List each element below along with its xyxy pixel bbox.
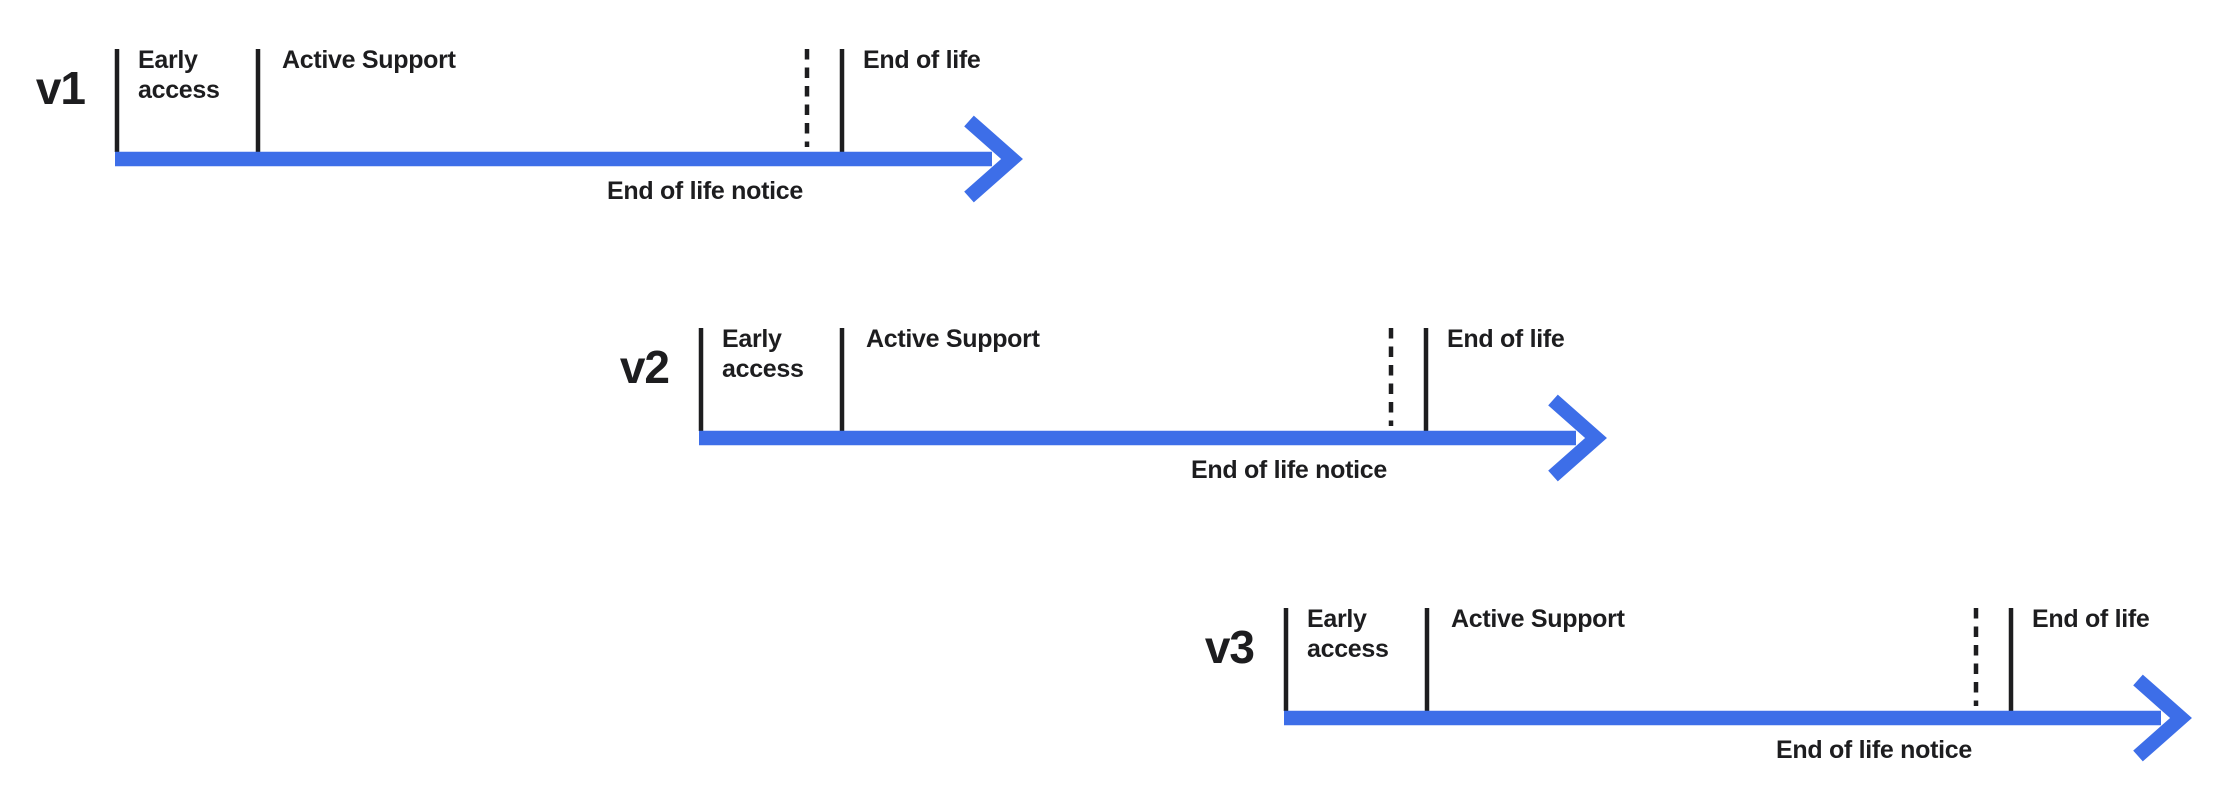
version-label: v2 (619, 341, 670, 393)
version-label: v3 (1204, 621, 1255, 673)
end-of-life-label: End of life (863, 46, 981, 74)
early-access-label: Early access (1307, 605, 1389, 663)
timeline-v3-graphic (1283, 608, 2192, 762)
timeline-v1-graphic (114, 49, 1023, 203)
end-of-life-notice-label: End of life notice (607, 177, 803, 205)
timeline-v2-graphic (698, 328, 1607, 482)
active-support-label: Active Support (282, 46, 456, 74)
version-label: v1 (35, 62, 86, 114)
active-support-label: Active Support (866, 325, 1040, 353)
end-of-life-notice-label: End of life notice (1191, 456, 1387, 484)
active-support-label: Active Support (1451, 605, 1625, 633)
end-of-life-label: End of life (1447, 325, 1565, 353)
timeline-arrow-head-icon (2133, 674, 2192, 762)
timeline-v2: v2 Early access Active Support End of li… (601, 318, 1641, 548)
end-of-life-notice-label: End of life notice (1776, 736, 1972, 764)
early-access-label: Early access (722, 325, 804, 383)
timeline-v1: v1 Early access Active Support End of li… (17, 39, 1057, 269)
timeline-arrow-head-icon (1548, 394, 1607, 482)
end-of-life-label: End of life (2032, 605, 2150, 633)
timeline-v3: v3 Early access Active Support End of li… (1186, 598, 2226, 812)
early-access-label: Early access (138, 46, 220, 104)
timeline-arrow-head-icon (964, 115, 1023, 203)
